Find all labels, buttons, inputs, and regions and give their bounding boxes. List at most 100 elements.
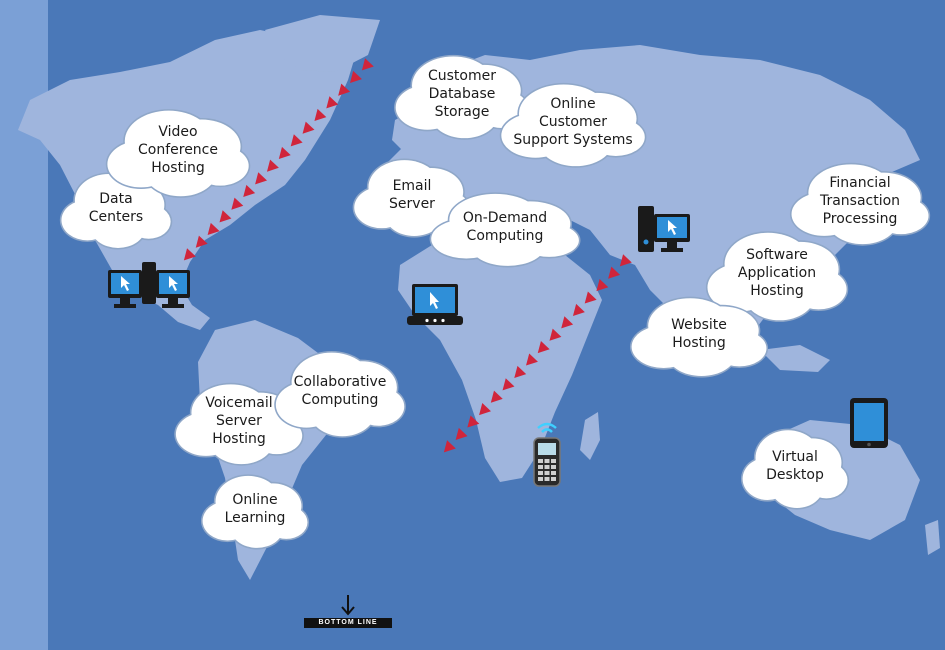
southeast-asia-islands <box>760 345 830 372</box>
new-zealand <box>925 520 940 555</box>
cloud-shape <box>394 54 531 140</box>
signal-triangle <box>561 316 574 329</box>
signal-triangle <box>255 172 267 185</box>
signal-triangle <box>572 303 585 316</box>
signal-triangle <box>596 279 609 292</box>
cloud-shape <box>429 192 581 268</box>
phone-screen <box>538 443 556 455</box>
cloud-shape <box>705 231 849 322</box>
signal-triangle <box>549 328 562 341</box>
cloud-label: Website Hosting <box>671 317 727 351</box>
signal-triangle <box>278 146 291 160</box>
cloud-customer-database-storage: Customer Database Storage <box>394 52 531 140</box>
signal-triangle <box>231 197 244 210</box>
laptop-icon <box>407 284 463 325</box>
mobile-phone-icon <box>533 422 561 487</box>
wireless-signal <box>537 422 557 429</box>
signal-triangle <box>526 353 538 366</box>
stand <box>667 242 677 248</box>
signal-triangle <box>207 222 220 236</box>
cloud-label: Customer Database Storage <box>427 68 496 120</box>
wireless-signal-inner <box>541 428 553 433</box>
cloud-label: Online Customer Support Systems <box>513 96 633 148</box>
bottom-line-logo: BOTTOM LINE <box>304 594 392 630</box>
cloud-online-customer-support: Online Customer Support Systems <box>499 80 647 168</box>
computer-tower-icon <box>638 206 690 252</box>
tablet-screen <box>854 403 884 441</box>
cloud-virtual-desktop: Virtual Desktop <box>740 426 850 510</box>
signal-triangle <box>219 210 232 223</box>
tablet-icon <box>850 398 888 448</box>
base-left <box>114 304 136 308</box>
down-arrow-icon <box>341 595 355 616</box>
signal-triangle <box>619 254 632 267</box>
cloud-on-demand-computing: On-Demand Computing <box>429 190 581 268</box>
cloud-website-hosting: Website Hosting <box>630 294 769 378</box>
power-button <box>643 239 649 245</box>
cloud-label: Email Server <box>389 178 435 212</box>
cloud-financial-transaction-processing: Financial Transaction Processing <box>789 160 931 246</box>
signal-triangle <box>443 440 456 453</box>
signal-triangle <box>514 365 527 378</box>
signal-triangle <box>266 159 279 172</box>
signal-triangle <box>314 108 327 122</box>
indicator-light <box>425 318 429 323</box>
cloud-video-conference-hosting: Video Conference Hosting <box>105 106 251 198</box>
base <box>661 248 683 252</box>
cloud-label: Software Application Hosting <box>737 247 817 299</box>
signal-triangle <box>479 403 491 416</box>
logo-text: BOTTOM LINE <box>304 618 392 628</box>
cloud-label: Voicemail Server Hosting <box>205 395 273 447</box>
signal-triangle <box>338 83 351 96</box>
cloud-collaborative-computing: Collaborative Computing <box>274 348 406 438</box>
signal-triangle <box>290 134 303 147</box>
signal-triangle <box>467 415 480 428</box>
cloud-shape <box>740 428 850 510</box>
cloud-software-application-hosting: Software Application Hosting <box>705 228 849 322</box>
cloud-label: Collaborative Computing <box>293 374 387 408</box>
signal-triangle <box>537 341 550 354</box>
tower <box>142 262 156 304</box>
signal-waves <box>183 58 632 453</box>
signal-triangle <box>608 266 621 279</box>
cloud-shape <box>789 162 931 246</box>
cursor-icon <box>430 292 439 309</box>
indicator-light <box>433 318 437 323</box>
signal-triangle <box>361 58 374 71</box>
cloud-label: Financial Transaction Processing <box>819 175 901 227</box>
tower <box>638 206 654 252</box>
home-button <box>867 442 871 447</box>
stand-left <box>120 298 130 304</box>
cloud-online-learning: Online Learning <box>200 472 310 550</box>
signal-triangle <box>490 390 503 403</box>
greenland <box>265 15 380 72</box>
signal-triangle <box>195 235 208 248</box>
dual-computer-icon <box>108 262 190 308</box>
cloud-label: Video Conference Hosting <box>137 124 218 176</box>
signal-triangle <box>326 96 339 109</box>
cursor-icon <box>121 276 130 291</box>
cloud-shape <box>274 350 406 438</box>
cursor-icon <box>169 276 178 291</box>
signal-triangle <box>183 248 196 261</box>
base-right <box>162 304 184 308</box>
cloud-label: On-Demand Computing <box>462 210 548 244</box>
cloud-label: Online Learning <box>224 492 286 526</box>
cursor-icon <box>668 220 677 235</box>
keypad <box>538 459 556 481</box>
signal-triangle <box>302 121 315 134</box>
cloud-shape <box>105 109 251 198</box>
cloud-label: Virtual Desktop <box>766 449 824 483</box>
signal-triangle <box>455 427 468 440</box>
cloud-shape <box>499 82 647 168</box>
madagascar <box>580 412 600 460</box>
stand-right <box>168 298 178 304</box>
cloud-shape <box>200 474 310 550</box>
signal-triangle <box>502 378 515 391</box>
signal-triangle <box>350 70 362 84</box>
cloud-shape <box>630 296 769 378</box>
signal-triangle <box>584 291 597 304</box>
signal-triangle <box>243 184 256 198</box>
indicator-light <box>441 318 445 323</box>
